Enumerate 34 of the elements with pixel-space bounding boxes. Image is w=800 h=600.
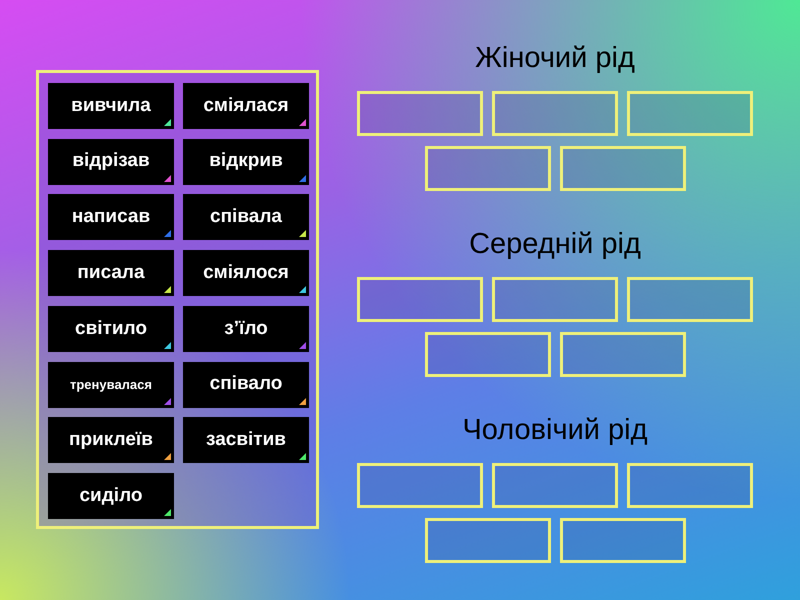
word-card: сміялася bbox=[183, 83, 309, 129]
drop-slot bbox=[425, 518, 551, 563]
word-card: писала bbox=[48, 250, 174, 296]
drop-slot bbox=[425, 146, 551, 191]
drop-slot bbox=[357, 463, 483, 508]
drop-slot bbox=[560, 146, 686, 191]
word-card: написав bbox=[48, 194, 174, 240]
drop-slot bbox=[627, 91, 753, 136]
word-card: відрізав bbox=[48, 138, 174, 185]
word-bank-panel bbox=[36, 70, 319, 529]
word-card: сміялося bbox=[183, 250, 309, 296]
drop-slot bbox=[560, 332, 686, 377]
word-card: вивчила bbox=[48, 83, 174, 129]
word-card: з’їло bbox=[183, 306, 309, 352]
drop-slot bbox=[560, 518, 686, 563]
word-card: світило bbox=[48, 306, 174, 352]
word-card: сиділо bbox=[48, 472, 174, 519]
word-card: тренувалася bbox=[48, 362, 174, 408]
category-heading: Середній рід bbox=[468, 227, 642, 262]
drop-slot bbox=[357, 91, 483, 136]
drop-slot bbox=[492, 463, 618, 508]
word-card: приклеїв bbox=[48, 417, 174, 464]
drop-slot bbox=[627, 463, 753, 508]
word-card: засвітив bbox=[183, 417, 309, 464]
word-card: відкрив bbox=[183, 138, 309, 185]
drop-slot bbox=[492, 277, 618, 322]
word-card: співала bbox=[183, 194, 309, 240]
drop-slot bbox=[425, 332, 551, 377]
drop-slot bbox=[492, 91, 618, 136]
drop-slot bbox=[357, 277, 483, 322]
word-card: співало bbox=[183, 362, 309, 408]
drop-slot bbox=[627, 277, 753, 322]
category-heading: Чоловічий рід bbox=[461, 413, 649, 448]
category-heading: Жіночий рід bbox=[474, 41, 636, 76]
